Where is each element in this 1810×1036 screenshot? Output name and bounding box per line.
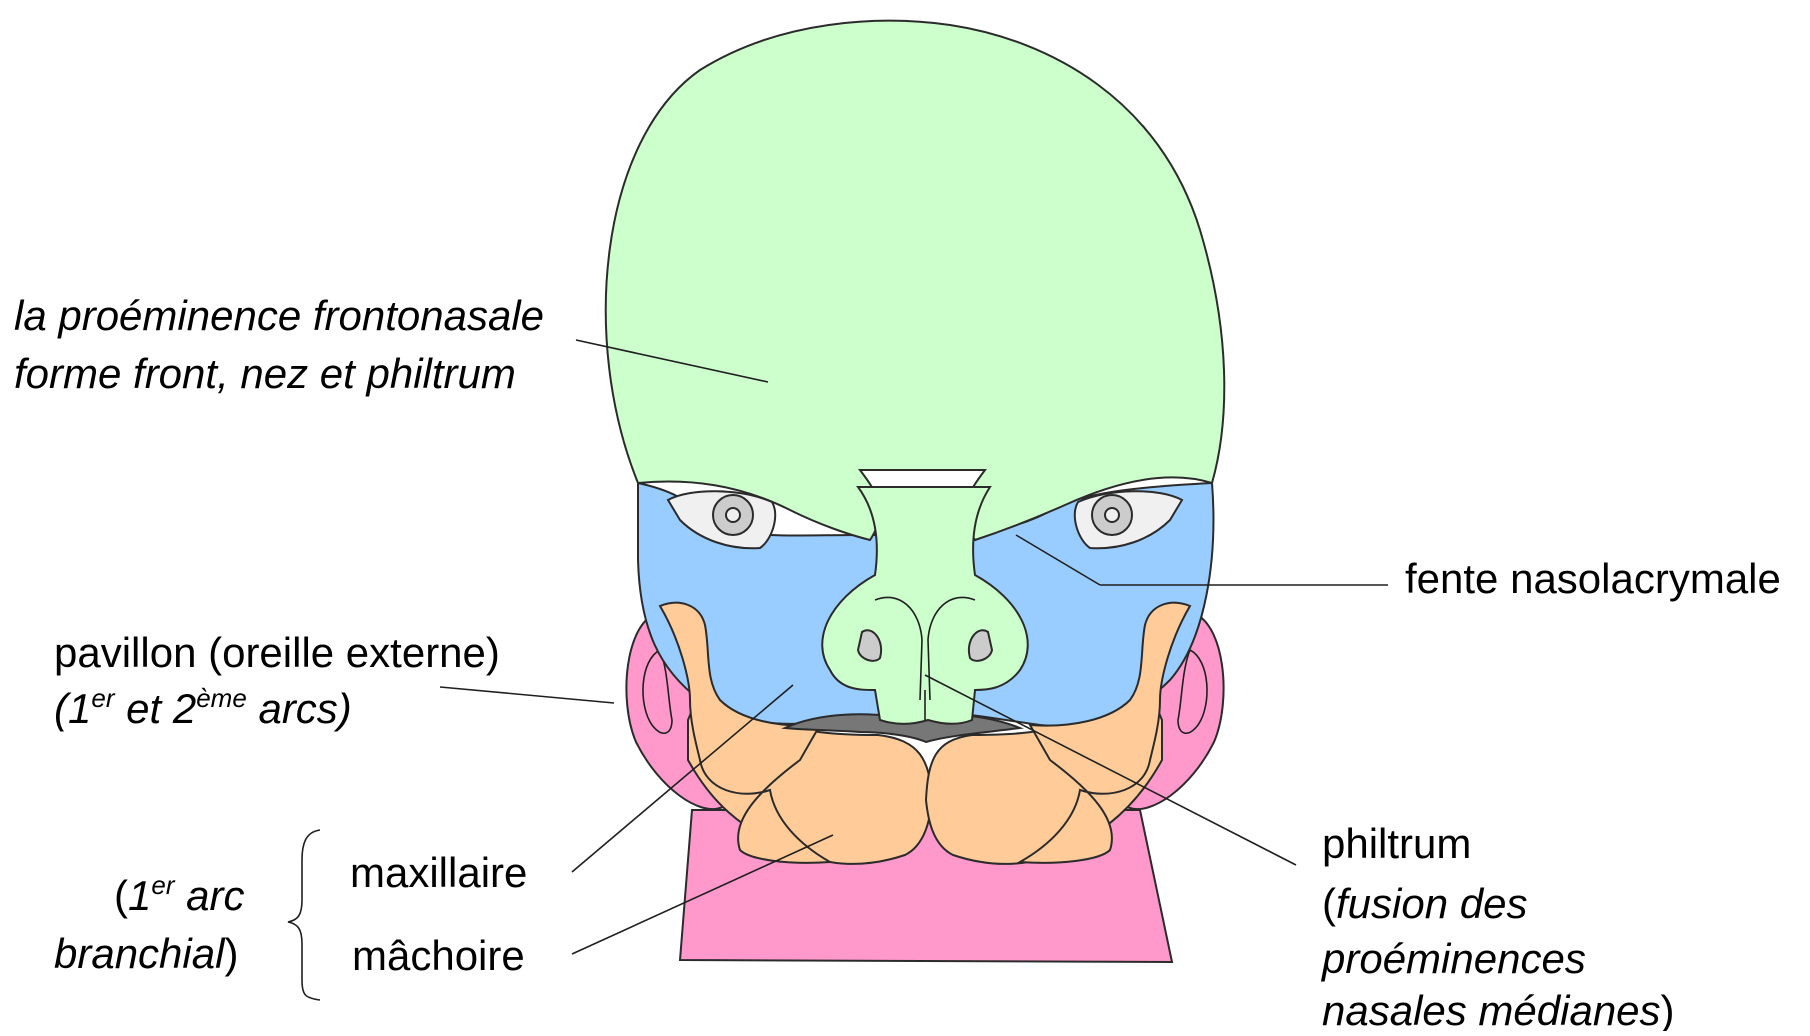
label-arc-line2: branchial) bbox=[54, 930, 238, 977]
pavillon-sup2: ème bbox=[196, 683, 247, 713]
arc-sup: er bbox=[151, 870, 175, 900]
left-pupil bbox=[726, 508, 740, 522]
fusion-close: ) bbox=[1661, 987, 1675, 1031]
fusion-line1-text: fusion des bbox=[1336, 880, 1527, 927]
label-machoire: mâchoire bbox=[352, 932, 525, 979]
label-frontonasal-line1: la proéminence frontonasale bbox=[14, 292, 544, 339]
label-pavillon-line2: (1er et 2ème arcs) bbox=[54, 683, 352, 732]
pavillon-mid: et 2 bbox=[114, 685, 196, 732]
arc-num: 1 bbox=[128, 872, 151, 919]
label-maxillaire: maxillaire bbox=[350, 849, 527, 896]
frontonasal-region bbox=[606, 21, 1225, 540]
arc-word: arc bbox=[174, 872, 244, 919]
arc-line2-word: branchial bbox=[54, 930, 226, 977]
label-pavillon-line1: pavillon (oreille externe) bbox=[54, 629, 500, 676]
label-fusion-line2: proéminences bbox=[1320, 935, 1586, 982]
right-pupil bbox=[1105, 508, 1119, 522]
label-frontonasal-line2: forme front, nez et philtrum bbox=[14, 350, 516, 397]
arc-close: ) bbox=[224, 930, 238, 977]
pavillon-open: (1 bbox=[54, 685, 91, 732]
brace bbox=[288, 830, 320, 1000]
label-fusion-line1: (fusion des bbox=[1322, 880, 1527, 927]
label-fente: fente nasolacrymale bbox=[1405, 555, 1781, 602]
fusion-open: ( bbox=[1322, 880, 1336, 927]
leader-pavillon bbox=[440, 687, 614, 703]
pavillon-end: arcs) bbox=[247, 685, 352, 732]
pavillon-sup1: er bbox=[91, 683, 115, 713]
label-arc-line1: (1er arc bbox=[114, 870, 245, 919]
fusion-line3-text: nasales médianes bbox=[1322, 987, 1661, 1031]
label-fusion-line3: nasales médianes) bbox=[1322, 987, 1675, 1031]
label-philtrum: philtrum bbox=[1322, 820, 1471, 867]
arc-open: ( bbox=[114, 872, 128, 919]
